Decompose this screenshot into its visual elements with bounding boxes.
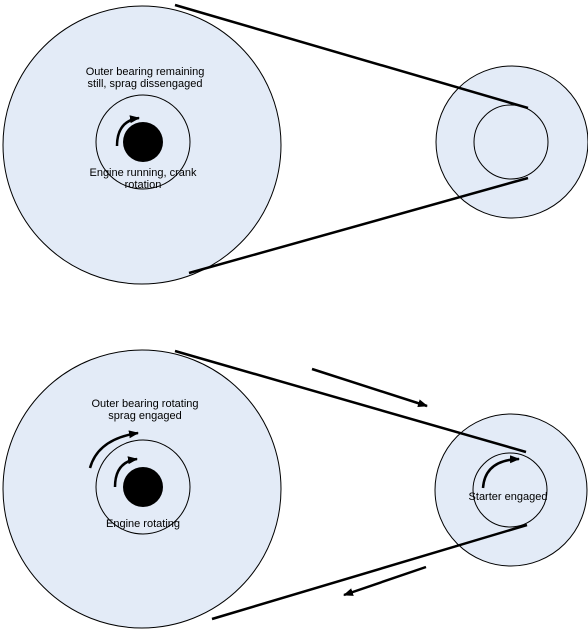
belt-direction-arrow-upper-icon: [311, 367, 428, 408]
label-line: Outer bearing remaining: [85, 66, 205, 78]
starter-pulley-inner: [472, 452, 548, 528]
inner-rotation-arrow-icon: [115, 115, 140, 147]
belt-upper: [174, 3, 529, 110]
top-outer-bearing-label: Outer bearing remaining still, sprag dis…: [60, 66, 230, 90]
starter-pulley-inner: [473, 104, 549, 180]
starter-rotation-arrow-icon: [481, 455, 520, 489]
outer-rotation-arrow-icon: [88, 430, 139, 469]
crank-hub: [123, 122, 163, 162]
top-diagram: [2, 3, 588, 285]
belt-lower: [211, 523, 528, 621]
crank-hub: [123, 467, 163, 507]
label-line: Outer bearing rotating: [91, 398, 199, 410]
inner-rotation-arrow-icon: [113, 456, 138, 488]
starter-engaged-label: Starter engaged: [468, 491, 548, 503]
belt-upper: [174, 349, 527, 454]
label-line: rotation: [124, 179, 162, 191]
bottom-outer-bearing-label: Outer bearing rotating sprag engaged: [60, 398, 230, 422]
top-engine-label: Engine running, crank rotation: [70, 167, 216, 191]
bottom-engine-label: Engine rotating: [106, 518, 180, 530]
label-line: Engine running, crank: [89, 167, 197, 179]
belt-lower: [188, 176, 529, 275]
label-line: still, sprag dissengaged: [87, 78, 203, 90]
belt-direction-arrow-lower-icon: [343, 565, 427, 597]
bottom-diagram: [2, 349, 588, 629]
label-line: sprag engaged: [108, 410, 182, 422]
